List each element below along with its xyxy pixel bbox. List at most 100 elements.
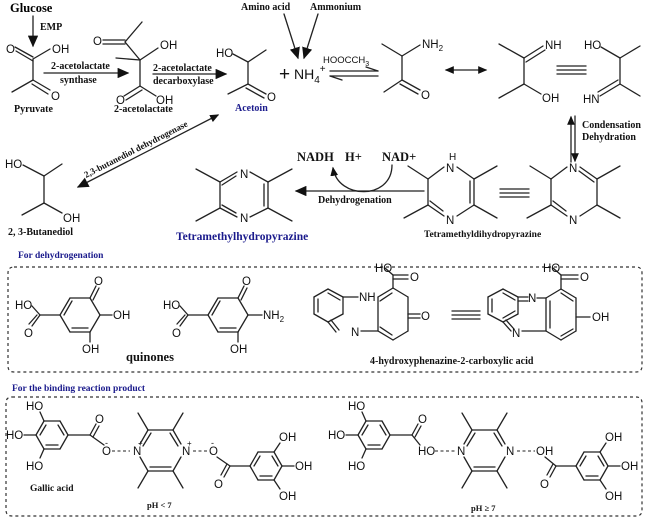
svg-text:N: N	[351, 327, 359, 339]
phenazine-label: 4-hydroxyphenazine-2-carboxylic acid	[370, 356, 534, 367]
gallic-right-structure-basic: OH O OH OH OH	[536, 432, 638, 503]
quinone-amino-structure: HO O O NH2 OH	[163, 276, 285, 356]
svg-text:-: -	[105, 438, 108, 448]
ammonium-label: Ammonium	[310, 2, 362, 13]
dehydration-label: Dehydration	[582, 132, 636, 143]
condensation-label: Condensation	[582, 120, 641, 131]
gallate-right-structure-acidic: O - O OH OH OH	[209, 432, 312, 503]
svg-text:HO: HO	[584, 40, 601, 52]
svg-text:N: N	[512, 328, 520, 340]
dehydrogenation-label: Dehydrogenation	[318, 195, 392, 206]
svg-text:N: N	[240, 213, 248, 225]
svg-text:N: N	[446, 215, 454, 227]
svg-text:HO: HO	[375, 263, 392, 275]
svg-text:O: O	[94, 276, 103, 288]
acetoin-structure: HO O	[216, 48, 276, 104]
svg-text:N: N	[569, 215, 577, 227]
phenazine-reduced-structure: NH N O O HO	[313, 263, 430, 341]
svg-text:O: O	[51, 91, 60, 103]
dihydropyrazine-structure: N N	[526, 163, 621, 227]
svg-text:HO: HO	[328, 430, 345, 442]
nadplus-label: NAD+	[382, 150, 416, 164]
amino-acid-arrow	[283, 13, 300, 60]
svg-text:OH: OH	[592, 312, 609, 324]
svg-text:HO: HO	[348, 401, 365, 413]
imine-structure-alt: HO HN	[583, 40, 641, 106]
svg-text:O: O	[418, 414, 427, 426]
butanediol-label: 2, 3-Butanediol	[8, 227, 73, 238]
svg-text:HO: HO	[418, 446, 435, 458]
pyrazine-structure-basic: N N	[457, 412, 514, 489]
svg-text:O: O	[540, 479, 549, 491]
svg-text:NH2: NH2	[422, 39, 444, 53]
svg-text:O: O	[24, 328, 33, 340]
svg-text:O: O	[421, 90, 430, 102]
glucose-label: Glucose	[10, 1, 53, 15]
svg-text:O: O	[267, 92, 276, 104]
svg-text:NH: NH	[545, 40, 562, 52]
svg-text:HO: HO	[6, 430, 23, 442]
enzyme-acetolactate-synthase-line1: 2-acetolactate	[51, 61, 110, 72]
svg-text:OH: OH	[230, 344, 247, 356]
svg-text:OH: OH	[295, 461, 312, 473]
svg-text:OH: OH	[605, 491, 622, 503]
svg-text:N: N	[182, 446, 190, 458]
pyruvate-label: Pyruvate	[14, 104, 53, 115]
dehydrogenation-box	[7, 266, 643, 373]
quinone-hydroxy-structure: HO O O OH OH	[15, 276, 130, 356]
svg-text:OH: OH	[279, 491, 296, 503]
nad-cycle-arrow	[330, 164, 393, 193]
svg-text:O: O	[116, 95, 125, 107]
bdh-arrow	[76, 114, 220, 188]
acetoin-label: Acetoin	[235, 103, 268, 114]
acetolactate-structure: O OH O OH	[93, 21, 177, 107]
svg-text:O: O	[172, 328, 181, 340]
plus-sign: +	[279, 64, 290, 85]
svg-text:OH: OH	[542, 93, 559, 105]
svg-text:O: O	[410, 272, 419, 284]
acetolactate-label: 2-acetolactate	[114, 104, 173, 115]
svg-text:N: N	[528, 293, 536, 305]
gallate-left-structure-acidic: HO HO HO O O -	[6, 401, 111, 473]
svg-text:O: O	[6, 44, 15, 56]
svg-text:N: N	[133, 446, 141, 458]
dehydrogenation-box-title: For dehydrogenation	[18, 251, 104, 261]
tetramethylpyrazine-label: Tetramethylhydropyrazine	[176, 231, 308, 243]
svg-text:O: O	[421, 311, 430, 323]
svg-text:NH: NH	[359, 292, 376, 304]
svg-text:OH: OH	[536, 446, 553, 458]
condensation-arrow	[567, 115, 579, 163]
equilibrium-arrow	[329, 66, 379, 81]
svg-text:N: N	[446, 163, 454, 175]
svg-text:OH: OH	[156, 95, 173, 107]
bdh-enzyme-label: 2,3-butanediol dehydrogenase	[82, 119, 189, 180]
svg-text:OH: OH	[63, 213, 80, 225]
svg-text:-: -	[211, 438, 214, 448]
svg-text:OH: OH	[605, 432, 622, 444]
binding-box	[5, 396, 643, 517]
acetic-acid-label: HOOCCH3	[323, 55, 369, 68]
svg-text:O: O	[214, 479, 223, 491]
svg-text:HO: HO	[216, 48, 233, 60]
imine-structure: NH OH	[498, 40, 562, 105]
emp-label: EMP	[40, 22, 62, 33]
svg-text:OH: OH	[279, 432, 296, 444]
aminobutanone-structure: NH2 O	[381, 39, 444, 102]
dihydropyrazine-label: Tetramethyldihydropyrazine	[424, 230, 541, 240]
butanediol-structure: HO OH	[5, 159, 80, 225]
svg-text:O: O	[95, 414, 104, 426]
svg-text:+: +	[187, 439, 192, 448]
svg-text:HO: HO	[5, 159, 22, 171]
svg-text:O: O	[242, 276, 251, 288]
svg-text:HO: HO	[348, 461, 365, 473]
nadh-label: NADH	[297, 150, 334, 164]
svg-text:OH: OH	[82, 344, 99, 356]
equivalence-sign-3	[451, 310, 481, 320]
svg-text:HO: HO	[15, 300, 32, 312]
ammonium-arrow	[302, 13, 319, 60]
binding-box-title: For the binding reaction product	[12, 384, 146, 394]
pyruvate-structure: O OH O	[6, 44, 69, 103]
ph-basic-label: pH ≥ 7	[471, 503, 496, 513]
tetramethylpyrazine-structure: N N	[195, 168, 293, 225]
svg-text:OH: OH	[113, 310, 130, 322]
